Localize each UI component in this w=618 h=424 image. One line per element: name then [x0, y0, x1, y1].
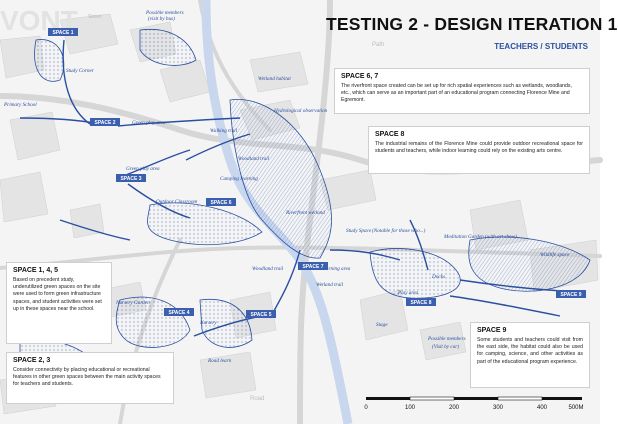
space-8-label: SPACE 8 — [406, 298, 436, 306]
annotation-green-play-area-2: Green play area — [126, 166, 160, 172]
annotation-stage: Stage — [376, 322, 388, 328]
street-name: Street — [88, 14, 102, 20]
annotation-riverfront-wetland: Riverfront wetland — [285, 209, 325, 216]
space-9-label: SPACE 9 — [556, 290, 586, 298]
space-7-label: SPACE 7 — [298, 262, 328, 270]
annotation-possible-members: Possible members — [145, 10, 184, 16]
space-1-label: SPACE 1 — [48, 28, 78, 36]
svg-text:SPACE 6: SPACE 6 — [210, 200, 231, 206]
svg-text:SPACE 1: SPACE 1 — [52, 30, 73, 36]
building-blocks — [0, 13, 599, 415]
svg-text:SPACE 9: SPACE 9 — [560, 292, 581, 298]
space-3-label: SPACE 3 — [116, 174, 146, 182]
annotation-nursery-garden: Nursery Garden — [115, 300, 150, 306]
connection-lines — [19, 39, 581, 337]
scale-tick-100: 100 — [405, 405, 416, 411]
annotation-visit-by-bus: (visit by bus) — [148, 15, 175, 22]
scale-tick-200: 200 — [449, 405, 460, 411]
space-9-body: Some students and teachers could visit f… — [477, 337, 583, 365]
annotation-woodland-trail-b: Woodland trail — [252, 266, 284, 272]
annotation-green-play-area: Green play area — [132, 120, 166, 126]
annotation-hydrological-observation: Hydrological observation — [273, 108, 328, 114]
svg-text:SPACE 5: SPACE 5 — [250, 312, 271, 318]
annotation-possible-members-b: Possible members — [427, 336, 466, 342]
space-2-3-description: SPACE 2, 3 Consider connectivity by plac… — [6, 352, 174, 404]
scale-tick-0: 0 — [364, 405, 368, 411]
svg-text:SPACE 8: SPACE 8 — [410, 300, 431, 306]
annotation-mine-notes: (Notable for those who...) — [372, 227, 426, 234]
space-labels: SPACE 1 SPACE 2 SPACE 3 SPACE 4 SPACE 5 … — [48, 28, 586, 318]
scale-tick-500m: 500M — [568, 405, 583, 411]
space-6-label: SPACE 6 — [206, 198, 236, 206]
space-4-label: SPACE 4 — [164, 308, 194, 316]
annotation-study-corner: Study Corner — [66, 68, 95, 74]
space-1-4-5-body: Based on precedent study, underutilized … — [13, 277, 102, 312]
annotation-road-learn: Road learn — [207, 358, 232, 364]
road-name: Road — [250, 396, 264, 402]
annotation-woodland-trail: Woodland trail — [238, 156, 270, 162]
scale-tick-400: 400 — [537, 405, 548, 411]
space-6-7-body: The riverfront space created can be set … — [341, 83, 572, 104]
svg-text:SPACE 4: SPACE 4 — [168, 310, 189, 316]
annotation-visit-by-car: (Visit by car) — [432, 343, 459, 350]
svg-text:SPACE 3: SPACE 3 — [120, 176, 141, 182]
svg-text:SPACE 2: SPACE 2 — [94, 120, 115, 126]
annotation-camping-learning: Camping learning — [220, 176, 258, 182]
annotation-primary-school: Primary School — [3, 102, 37, 108]
annotation-outdoor-classroom: Outdoor Classroom — [156, 199, 197, 205]
space-6-7-title: SPACE 6, 7 — [341, 73, 379, 80]
space-5-label: SPACE 5 — [246, 310, 276, 318]
space-8-title: SPACE 8 — [375, 131, 405, 138]
annotation-walking-trail: Walking trail — [210, 128, 238, 134]
annotation-wildlife-space: Wildlife space — [540, 251, 570, 258]
annotation-wetland-habitat: Wetland habitat — [258, 76, 291, 82]
space-9-description: SPACE 9 Some students and teachers could… — [470, 322, 590, 388]
space-2-label: SPACE 2 — [90, 118, 120, 126]
space-9-title: SPACE 9 — [477, 327, 507, 334]
page-subtitle: TEACHERS / STUDENTS — [494, 42, 588, 51]
annotation-meditation: Meditation Garden (with art show) — [443, 233, 517, 240]
space-8-body: The industrial remains of the Florence M… — [375, 141, 583, 155]
space-1-4-5-description: SPACE 1, 4, 5 Based on precedent study, … — [6, 262, 112, 344]
annotation-wetland-trail: Wetland trail — [316, 282, 344, 288]
scale-bar: 0 100 200 300 400 500M — [364, 396, 584, 411]
annotation-play-area: Play area — [397, 290, 419, 296]
space-2-3-title: SPACE 2, 3 — [13, 357, 51, 364]
annotation-study-space: Study Space — [346, 228, 372, 234]
svg-text:SPACE 7: SPACE 7 — [302, 264, 323, 270]
space-1-4-5-title: SPACE 1, 4, 5 — [13, 267, 59, 274]
space-6-7-description: SPACE 6, 7 The riverfront space created … — [334, 68, 590, 114]
annotation-nursery: Nursery — [199, 320, 217, 326]
page-title: TESTING 2 - DESIGN ITERATION 1 — [326, 14, 618, 34]
annotation-docks: Docks — [431, 274, 445, 280]
space-2-3-body: Consider connectivity by placing educati… — [13, 367, 161, 388]
scale-tick-300: 300 — [493, 405, 504, 411]
path-name: Path — [372, 42, 384, 48]
space-8-description: SPACE 8 The industrial remains of the Fl… — [368, 126, 590, 174]
